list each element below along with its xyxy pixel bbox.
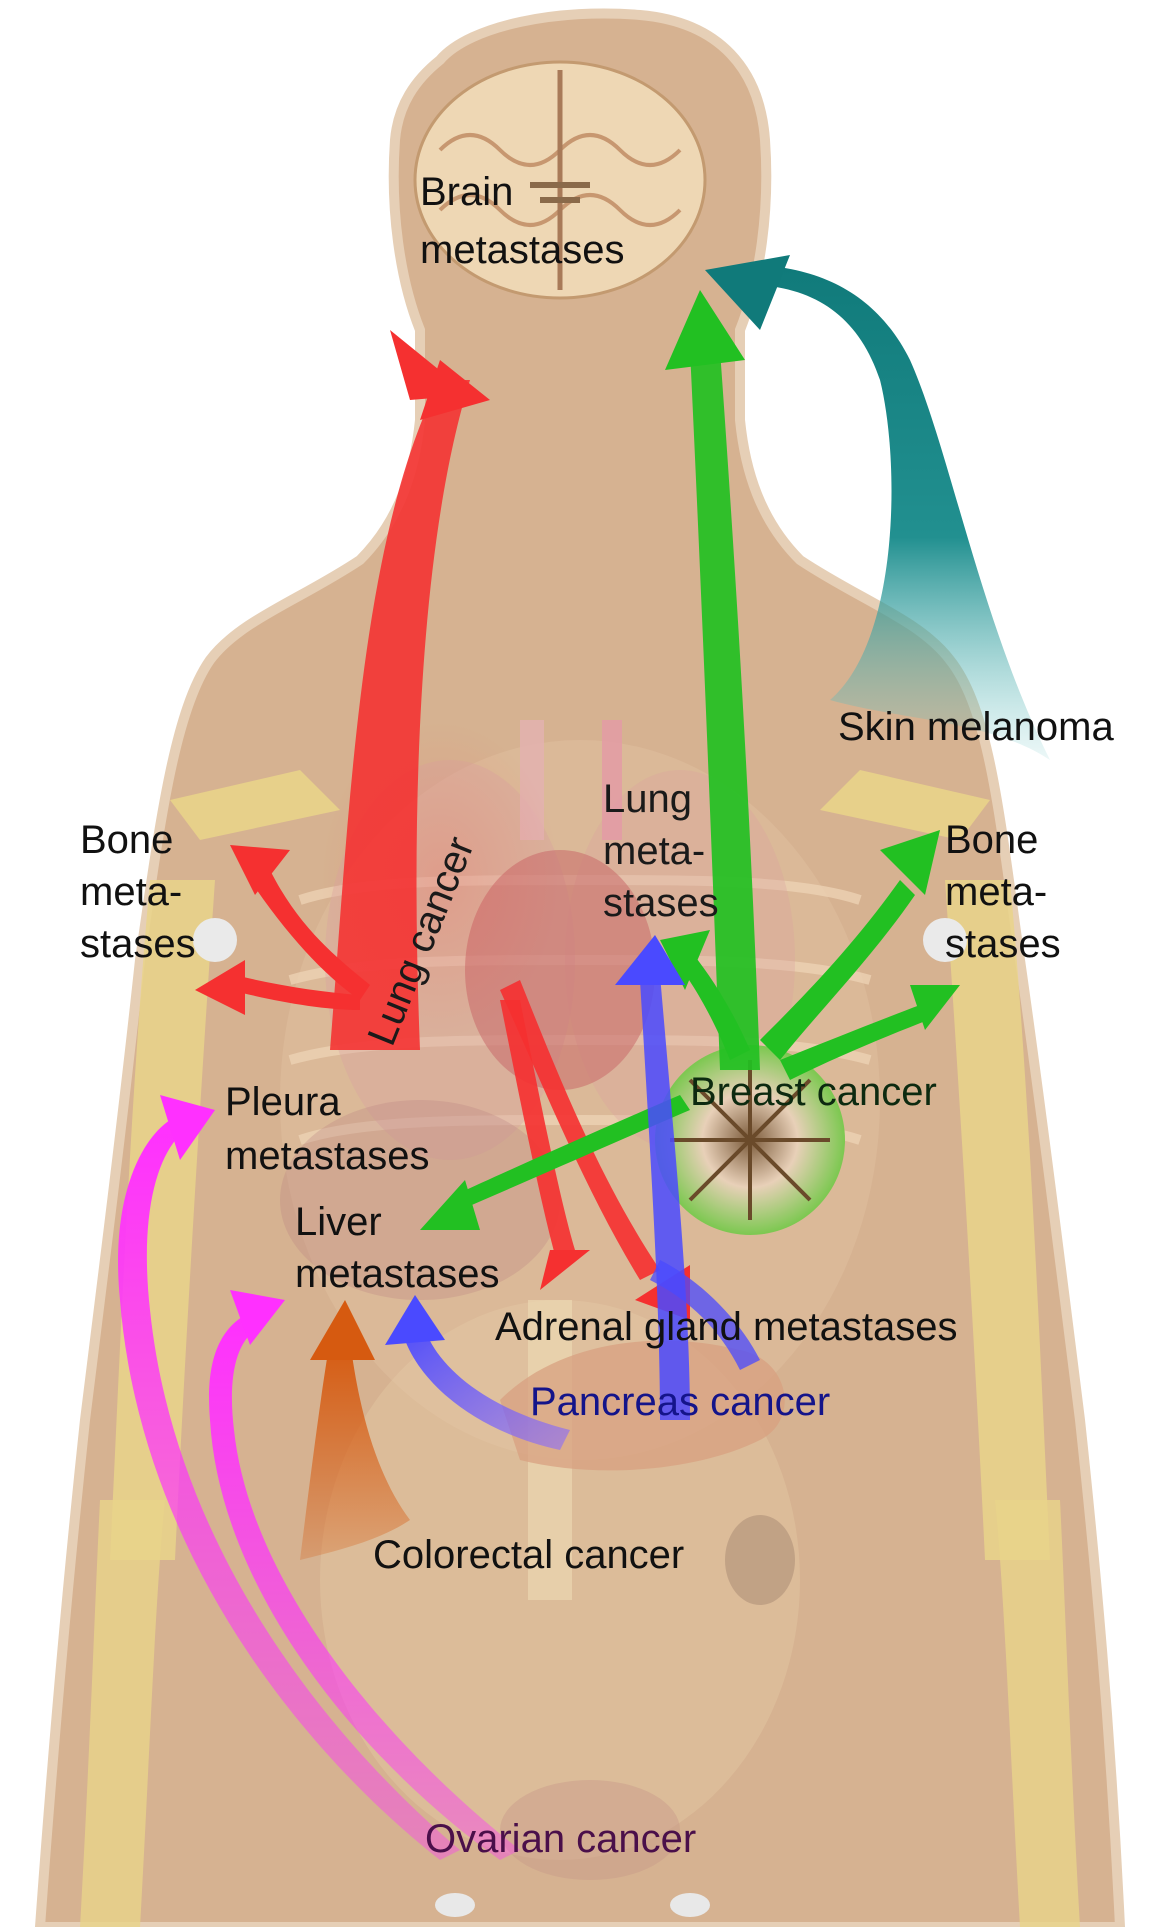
right-ovary bbox=[670, 1893, 710, 1917]
skin-melanoma-label: Skin melanoma bbox=[838, 705, 1114, 749]
left-ovary bbox=[435, 1893, 475, 1917]
lung-meta-line-2: meta- bbox=[603, 829, 705, 873]
bone-left-line-2: meta- bbox=[80, 870, 182, 914]
adrenal-metastases-label: Adrenal gland metastases bbox=[495, 1305, 958, 1349]
brain-label-line-1: Brain bbox=[420, 170, 513, 214]
breast-cancer-label: Breast cancer bbox=[690, 1070, 937, 1114]
bone-left-line-3: stases bbox=[80, 922, 196, 966]
lung-meta-line-3: stases bbox=[603, 881, 719, 925]
bone-metastases-left-label: Bone meta- stases bbox=[80, 818, 196, 966]
ovarian-cancer-label: Ovarian cancer bbox=[425, 1817, 696, 1861]
left-shoulder-joint bbox=[193, 918, 237, 962]
pancreas-cancer-label: Pancreas cancer bbox=[530, 1380, 830, 1424]
bone-right-line-3: stases bbox=[945, 922, 1061, 966]
bone-left-line-1: Bone bbox=[80, 818, 173, 862]
brain-label-line-2: metastases bbox=[420, 228, 625, 272]
lung-meta-line-1: Lung bbox=[603, 777, 692, 821]
pleura-line-2: metastases bbox=[225, 1134, 430, 1178]
bone-right-line-2: meta- bbox=[945, 870, 1047, 914]
lung-metastases-label: Lung meta- stases bbox=[603, 777, 719, 925]
colorectal-cancer-label: Colorectal cancer bbox=[373, 1533, 684, 1577]
bone-right-line-1: Bone bbox=[945, 818, 1038, 862]
pleura-line-1: Pleura bbox=[225, 1080, 341, 1124]
liver-line-2: metastases bbox=[295, 1252, 500, 1296]
liver-line-1: Liver bbox=[295, 1200, 382, 1244]
bone-metastases-right-label: Bone meta- stases bbox=[945, 818, 1061, 966]
